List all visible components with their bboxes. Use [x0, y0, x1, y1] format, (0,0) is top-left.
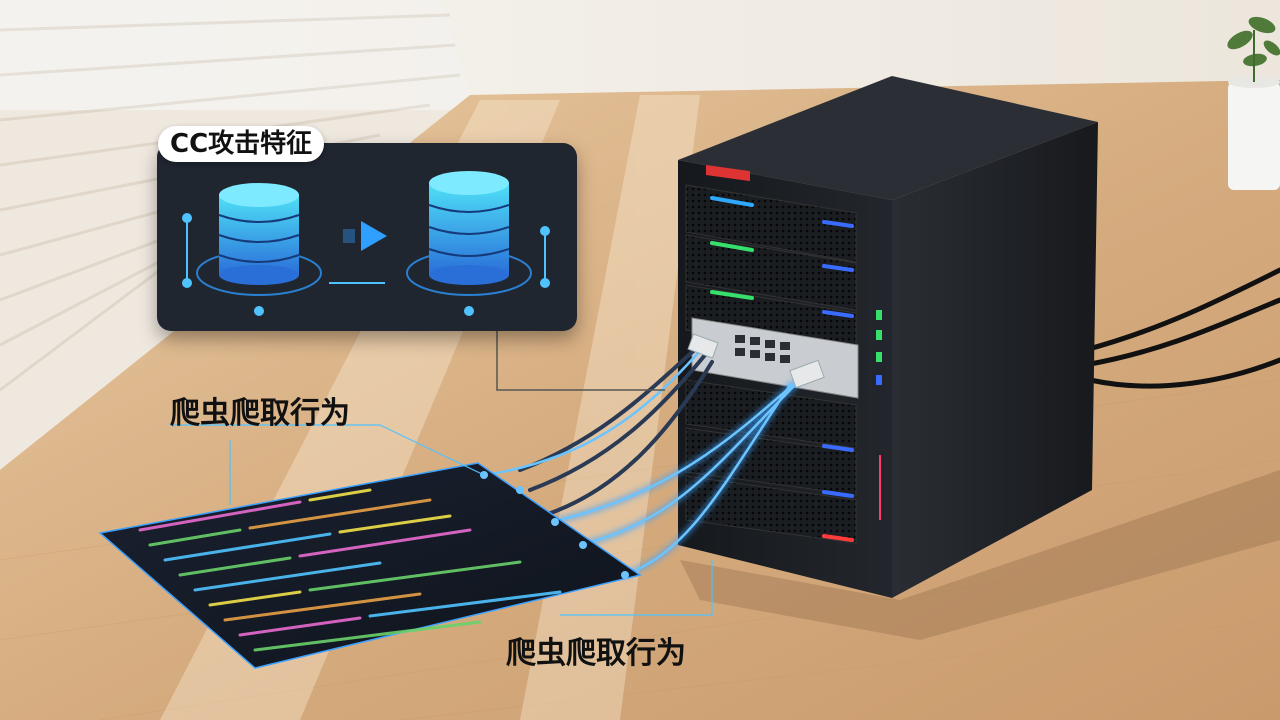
- callout-title: CC攻击特征: [158, 126, 325, 162]
- potted-plant: [1227, 16, 1280, 190]
- crawler-label-top: 爬虫爬取行为: [170, 396, 350, 431]
- code-panel: [98, 462, 642, 669]
- cc-attack-card: [157, 143, 577, 331]
- server-tower: [678, 76, 1098, 598]
- database-icon: [428, 171, 510, 285]
- database-icon: [218, 183, 300, 285]
- arrow-right-icon: [343, 221, 387, 251]
- crawler-label-bottom: 爬虫爬取行为: [506, 636, 686, 671]
